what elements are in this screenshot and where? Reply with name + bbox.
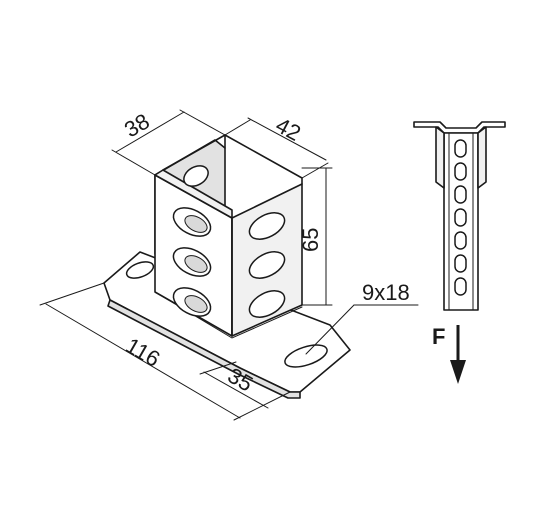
right-slot-3 bbox=[248, 290, 286, 318]
side-view-flange bbox=[413, 121, 506, 134]
side-view bbox=[413, 121, 506, 311]
base-slot-right bbox=[284, 344, 328, 368]
back-top-edge bbox=[162, 134, 303, 185]
base-plate-edge bbox=[107, 299, 301, 399]
side-view-bracket-left bbox=[435, 126, 445, 189]
dim-116-label: 116 bbox=[122, 333, 165, 372]
dim-38-line bbox=[115, 111, 185, 153]
left-wall-lip bbox=[154, 169, 233, 219]
dim-42-ext2 bbox=[301, 162, 329, 179]
dim-116-line bbox=[45, 303, 241, 419]
left-slot-2-inner bbox=[184, 255, 208, 273]
dimension-lines bbox=[39, 109, 419, 421]
dim-42-line bbox=[247, 117, 327, 161]
base-slot-left bbox=[125, 261, 155, 279]
side-slot-5 bbox=[454, 231, 467, 250]
dim-slot-label: 9x18 bbox=[362, 280, 410, 305]
dim-116-ext1 bbox=[39, 282, 105, 306]
inner-slot-top bbox=[183, 165, 209, 187]
left-wall-slots bbox=[172, 207, 212, 317]
side-slot-2 bbox=[454, 162, 467, 181]
force-label: F bbox=[432, 324, 445, 349]
dim-slot-leader bbox=[305, 304, 355, 355]
left-slot-3-inner bbox=[184, 295, 208, 313]
left-slot-1-inner bbox=[184, 215, 208, 233]
side-slot-4 bbox=[454, 208, 467, 227]
side-view-bracket-right bbox=[477, 126, 487, 189]
dim-38-ext1 bbox=[111, 149, 156, 176]
dim-35-ext1 bbox=[199, 361, 237, 375]
u-channel-body bbox=[154, 134, 303, 339]
side-slot-7 bbox=[454, 277, 467, 296]
dim-38-ext2 bbox=[179, 109, 226, 136]
dim-38-label: 38 bbox=[120, 108, 154, 142]
dim-42-ext1 bbox=[224, 119, 251, 136]
dim-65-label: 65 bbox=[298, 228, 323, 252]
side-slot-6 bbox=[454, 254, 467, 273]
dim-42-label: 42 bbox=[272, 112, 305, 146]
right-slot-1 bbox=[248, 212, 286, 240]
side-view-slots bbox=[454, 139, 467, 296]
right-slot-2 bbox=[248, 251, 286, 279]
force-arrow-head bbox=[450, 360, 466, 384]
dim-35-line bbox=[203, 371, 269, 409]
right-wall-slots bbox=[248, 212, 286, 318]
side-slot-3 bbox=[454, 185, 467, 204]
dim-116-ext2 bbox=[233, 391, 291, 421]
side-slot-1 bbox=[454, 139, 467, 158]
force-arrow: F bbox=[432, 324, 466, 384]
